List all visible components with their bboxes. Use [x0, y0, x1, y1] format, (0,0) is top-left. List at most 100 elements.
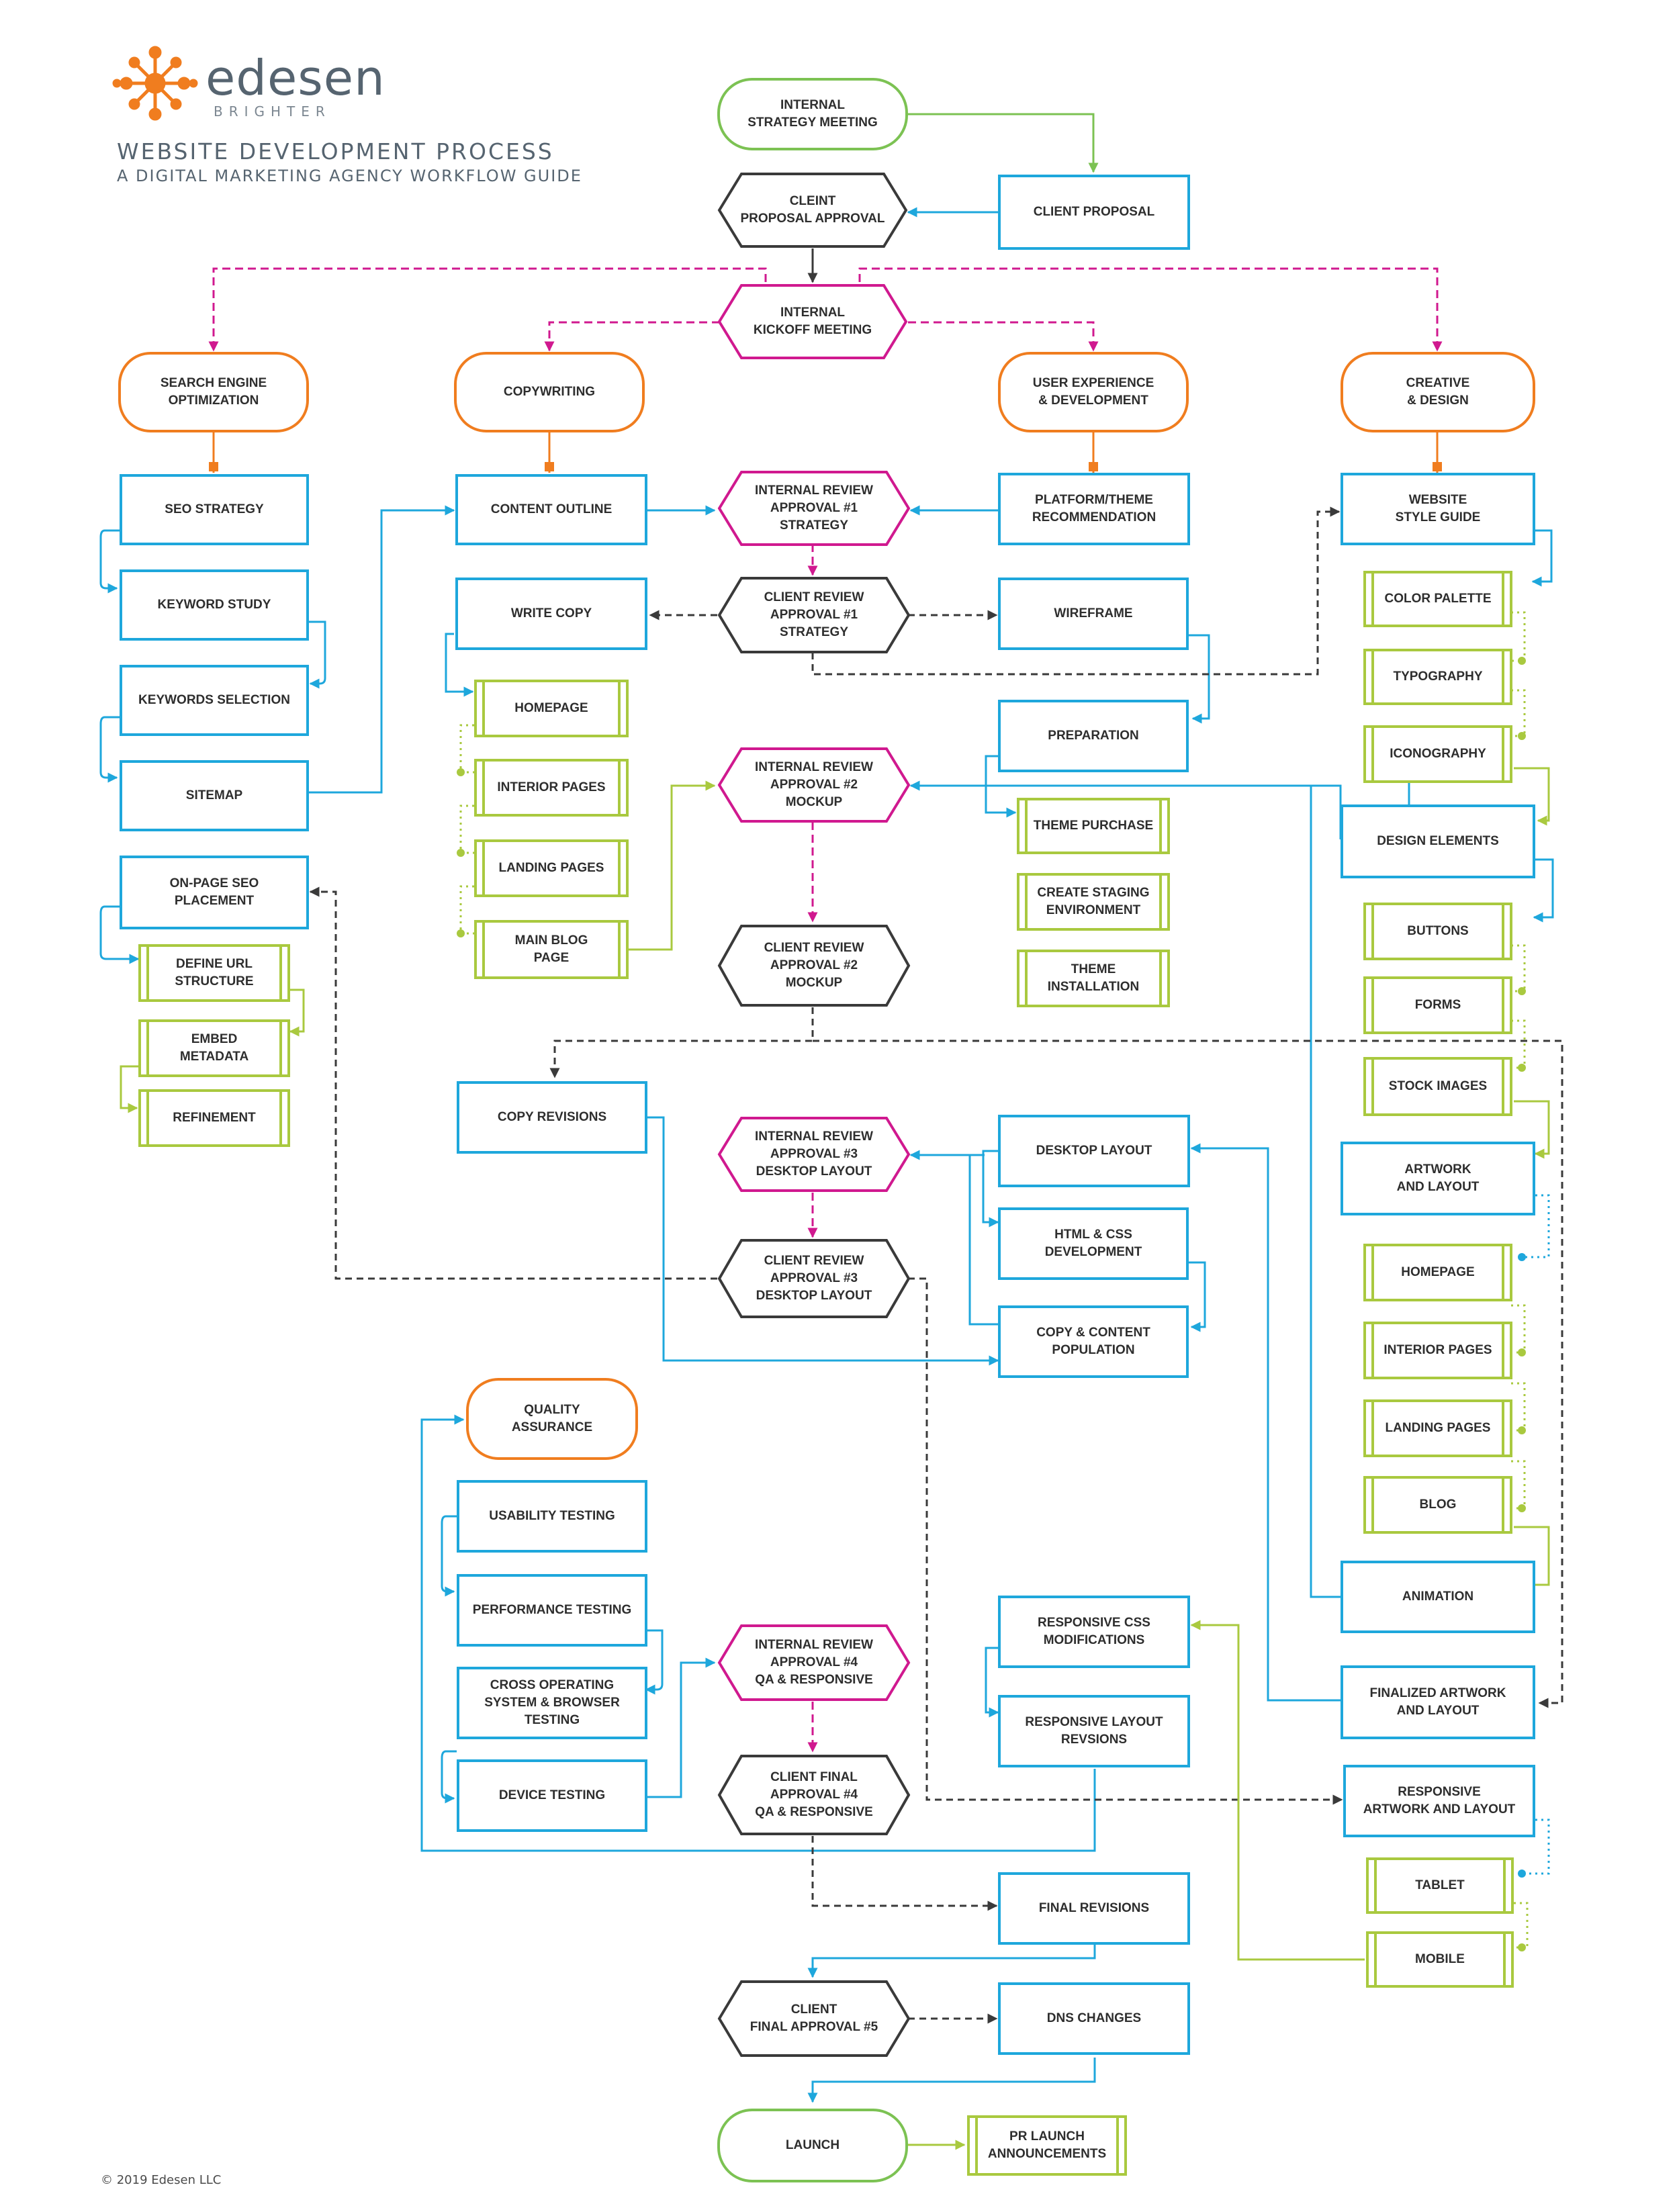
node-ir1[interactable]: INTERNAL REVIEW APPROVAL #1 STRATEGY	[717, 470, 911, 547]
node-copy-revisions[interactable]: COPY REVISIONS	[457, 1081, 647, 1154]
node-seo[interactable]: SEARCH ENGINE OPTIMIZATION	[118, 352, 309, 432]
node-theme-purchase[interactable]: THEME PURCHASE	[1017, 798, 1170, 854]
node-finalized-artwork[interactable]: FINALIZED ARTWORK AND LAYOUT	[1341, 1665, 1535, 1739]
node-iconography[interactable]: ICONOGRAPHY	[1363, 725, 1512, 783]
edge-animation-to-ir2	[1310, 786, 1341, 1598]
edge-cf5-to-dns	[807, 2058, 1096, 2103]
node-cr3[interactable]: CLIENT REVIEW APPROVAL #3 DESKTOP LAYOUT	[717, 1238, 911, 1319]
node-quality-assurance[interactable]: QUALITY ASSURANCE	[466, 1378, 638, 1460]
node-tablet[interactable]: TABLET	[1366, 1857, 1514, 1914]
node-device-testing[interactable]: DEVICE TESTING	[457, 1759, 647, 1832]
node-animation[interactable]: ANIMATION	[1341, 1561, 1535, 1633]
node-refinement[interactable]: REFINEMENT	[138, 1089, 290, 1147]
node-label: INTERNAL KICKOFF MEETING	[753, 306, 872, 337]
node-cd-landing-pages[interactable]: LANDING PAGES	[1363, 1399, 1512, 1457]
node-ux-dev[interactable]: USER EXPERIENCE & DEVELOPMENT	[998, 352, 1189, 432]
node-cd-interior-pages[interactable]: INTERIOR PAGES	[1363, 1322, 1512, 1379]
copyright-note: © 2019 Edesen LLC	[101, 2173, 222, 2187]
node-ir3[interactable]: INTERNAL REVIEW APPROVAL #3 DESKTOP LAYO…	[717, 1116, 911, 1193]
hexagon-shape	[717, 1239, 911, 1318]
node-artwork-layout[interactable]: ARTWORK AND LAYOUT	[1341, 1142, 1535, 1215]
node-launch[interactable]: LAUNCH	[717, 2109, 908, 2182]
edge-copyrev-to-population	[647, 1116, 999, 1366]
hexagon-shape	[717, 1755, 911, 1835]
node-responsive-artwork[interactable]: RESPONSIVE ARTWORK AND LAYOUT	[1343, 1765, 1535, 1837]
node-seo-strategy[interactable]: SEO STRATEGY	[120, 474, 309, 545]
edge-finalized-to-desktop	[1190, 1143, 1341, 1702]
node-write-copy[interactable]: WRITE COPY	[455, 578, 647, 650]
node-label: CLIENT FINAL APPROVAL #4 QA & RESPONSIVE	[755, 1770, 873, 1819]
edge-kickoff-to-copy	[544, 321, 720, 352]
node-cr2[interactable]: CLIENT REVIEW APPROVAL #2 MOCKUP	[717, 924, 911, 1007]
node-cd-blog[interactable]: BLOG	[1363, 1476, 1512, 1534]
edge-responsive-to-qa	[420, 1414, 1096, 1852]
node-label: CLIENT REVIEW APPROVAL #1 STRATEGY	[764, 590, 864, 639]
hexagon-shape	[717, 925, 911, 1007]
node-keyword-study[interactable]: KEYWORD STUDY	[120, 569, 309, 641]
node-content-outline[interactable]: CONTENT OUTLINE	[455, 474, 647, 545]
edge-mainblog-to-ir2	[629, 780, 716, 951]
node-mobile[interactable]: MOBILE	[1366, 1931, 1514, 1988]
logo-name: edesen	[206, 50, 385, 106]
node-label: INTERNAL REVIEW APPROVAL #1 STRATEGY	[755, 483, 873, 533]
node-label: CLIENT REVIEW APPROVAL #2 MOCKUP	[764, 941, 864, 990]
node-cf4[interactable]: CLIENT FINAL APPROVAL #4 QA & RESPONSIVE	[717, 1754, 911, 1836]
hexagon-shape	[717, 284, 908, 359]
node-desktop-layout[interactable]: DESKTOP LAYOUT	[998, 1115, 1190, 1187]
node-ir4[interactable]: INTERNAL REVIEW APPROVAL #4 QA & RESPONS…	[717, 1624, 911, 1702]
node-ir2[interactable]: INTERNAL REVIEW APPROVAL #2 MOCKUP	[717, 747, 911, 823]
node-client-proposal[interactable]: CLIENT PROPOSAL	[998, 175, 1190, 250]
node-copy-content-population[interactable]: COPY & CONTENT POPULATION	[998, 1305, 1189, 1378]
node-cross-os-testing[interactable]: CROSS OPERATING SYSTEM & BROWSER TESTING	[457, 1667, 647, 1739]
node-buttons[interactable]: BUTTONS	[1363, 903, 1512, 960]
node-copywriting[interactable]: COPYWRITING	[454, 352, 645, 432]
node-wireframe[interactable]: WIREFRAME	[998, 578, 1189, 650]
node-cw-homepage[interactable]: HOMEPAGE	[474, 680, 629, 737]
edge-kickoff-to-creative	[858, 267, 1443, 352]
node-label: CLIENT FINAL APPROVAL #5	[750, 2002, 878, 2034]
edge-mobile-to-responsivecss	[1190, 1620, 1365, 1961]
edge-device-to-ir4	[647, 1657, 716, 1798]
node-internal-strategy-meeting[interactable]: INTERNAL STRATEGY MEETING	[717, 78, 908, 150]
node-create-staging[interactable]: CREATE STAGING ENVIRONMENT	[1017, 873, 1170, 931]
node-cd-homepage[interactable]: HOMEPAGE	[1363, 1244, 1512, 1301]
node-theme-installation[interactable]: THEME INSTALLATION	[1017, 950, 1170, 1007]
node-stock-images[interactable]: STOCK IMAGES	[1363, 1057, 1512, 1116]
edge-strategy-to-proposal	[908, 113, 1099, 173]
node-on-page-seo[interactable]: ON-PAGE SEO PLACEMENT	[120, 856, 309, 929]
node-label: INTERNAL REVIEW APPROVAL #2 MOCKUP	[755, 760, 873, 809]
node-usability-testing[interactable]: USABILITY TESTING	[457, 1480, 647, 1553]
node-final-revisions[interactable]: FINAL REVISIONS	[998, 1872, 1190, 1945]
edge-desktop-to-ir3	[968, 1154, 998, 1326]
node-platform-theme[interactable]: PLATFORM/THEME RECOMMENDATION	[998, 473, 1190, 545]
node-design-elements[interactable]: DESIGN ELEMENTS	[1341, 804, 1535, 878]
node-responsive-layout-revisions[interactable]: RESPONSIVE LAYOUT REVSIONS	[998, 1695, 1190, 1767]
node-sitemap[interactable]: SITEMAP	[120, 760, 309, 831]
edge-sitemap-to-outline	[308, 505, 455, 794]
node-forms[interactable]: FORMS	[1363, 976, 1512, 1034]
node-define-url[interactable]: DEFINE URL STRUCTURE	[138, 944, 290, 1002]
node-html-css-dev[interactable]: HTML & CSS DEVELOPMENT	[998, 1207, 1189, 1280]
node-responsive-css[interactable]: RESPONSIVE CSS MODIFICATIONS	[998, 1596, 1190, 1668]
node-typography[interactable]: TYPOGRAPHY	[1363, 649, 1512, 705]
node-internal-kickoff-meeting[interactable]: INTERNAL KICKOFF MEETING	[717, 283, 908, 360]
node-preparation[interactable]: PREPARATION	[998, 700, 1189, 772]
node-client-proposal-approval[interactable]: CLEINT PROPOSAL APPROVAL	[717, 172, 908, 248]
node-creative-design[interactable]: CREATIVE & DESIGN	[1341, 352, 1535, 432]
hexagon-shape	[717, 471, 911, 546]
node-dns-changes[interactable]: DNS CHANGES	[998, 1982, 1190, 2055]
node-color-palette[interactable]: COLOR PALETTE	[1363, 571, 1512, 627]
node-cf5[interactable]: CLIENT FINAL APPROVAL #5	[717, 1980, 911, 2058]
edge-cf4-to-final	[811, 1836, 998, 1911]
node-label: INTERNAL REVIEW APPROVAL #3 DESKTOP LAYO…	[755, 1130, 873, 1179]
node-keywords-selection[interactable]: KEYWORDS SELECTION	[120, 665, 309, 736]
node-cr1[interactable]: CLIENT REVIEW APPROVAL #1 STRATEGY	[717, 576, 911, 654]
node-cw-interior-pages[interactable]: INTERIOR PAGES	[474, 759, 629, 817]
node-cw-landing-pages[interactable]: LANDING PAGES	[474, 839, 629, 897]
node-performance-testing[interactable]: PERFORMANCE TESTING	[457, 1574, 647, 1647]
node-pr-launch[interactable]: PR LAUNCH ANNOUNCEMENTS	[967, 2115, 1127, 2176]
node-cw-main-blog[interactable]: MAIN BLOG PAGE	[474, 920, 629, 979]
node-website-style-guide[interactable]: WEBSITE STYLE GUIDE	[1341, 473, 1535, 545]
edge-cr3-to-responsive	[908, 1277, 1343, 1805]
node-embed-metadata[interactable]: EMBED METADATA	[138, 1019, 290, 1077]
